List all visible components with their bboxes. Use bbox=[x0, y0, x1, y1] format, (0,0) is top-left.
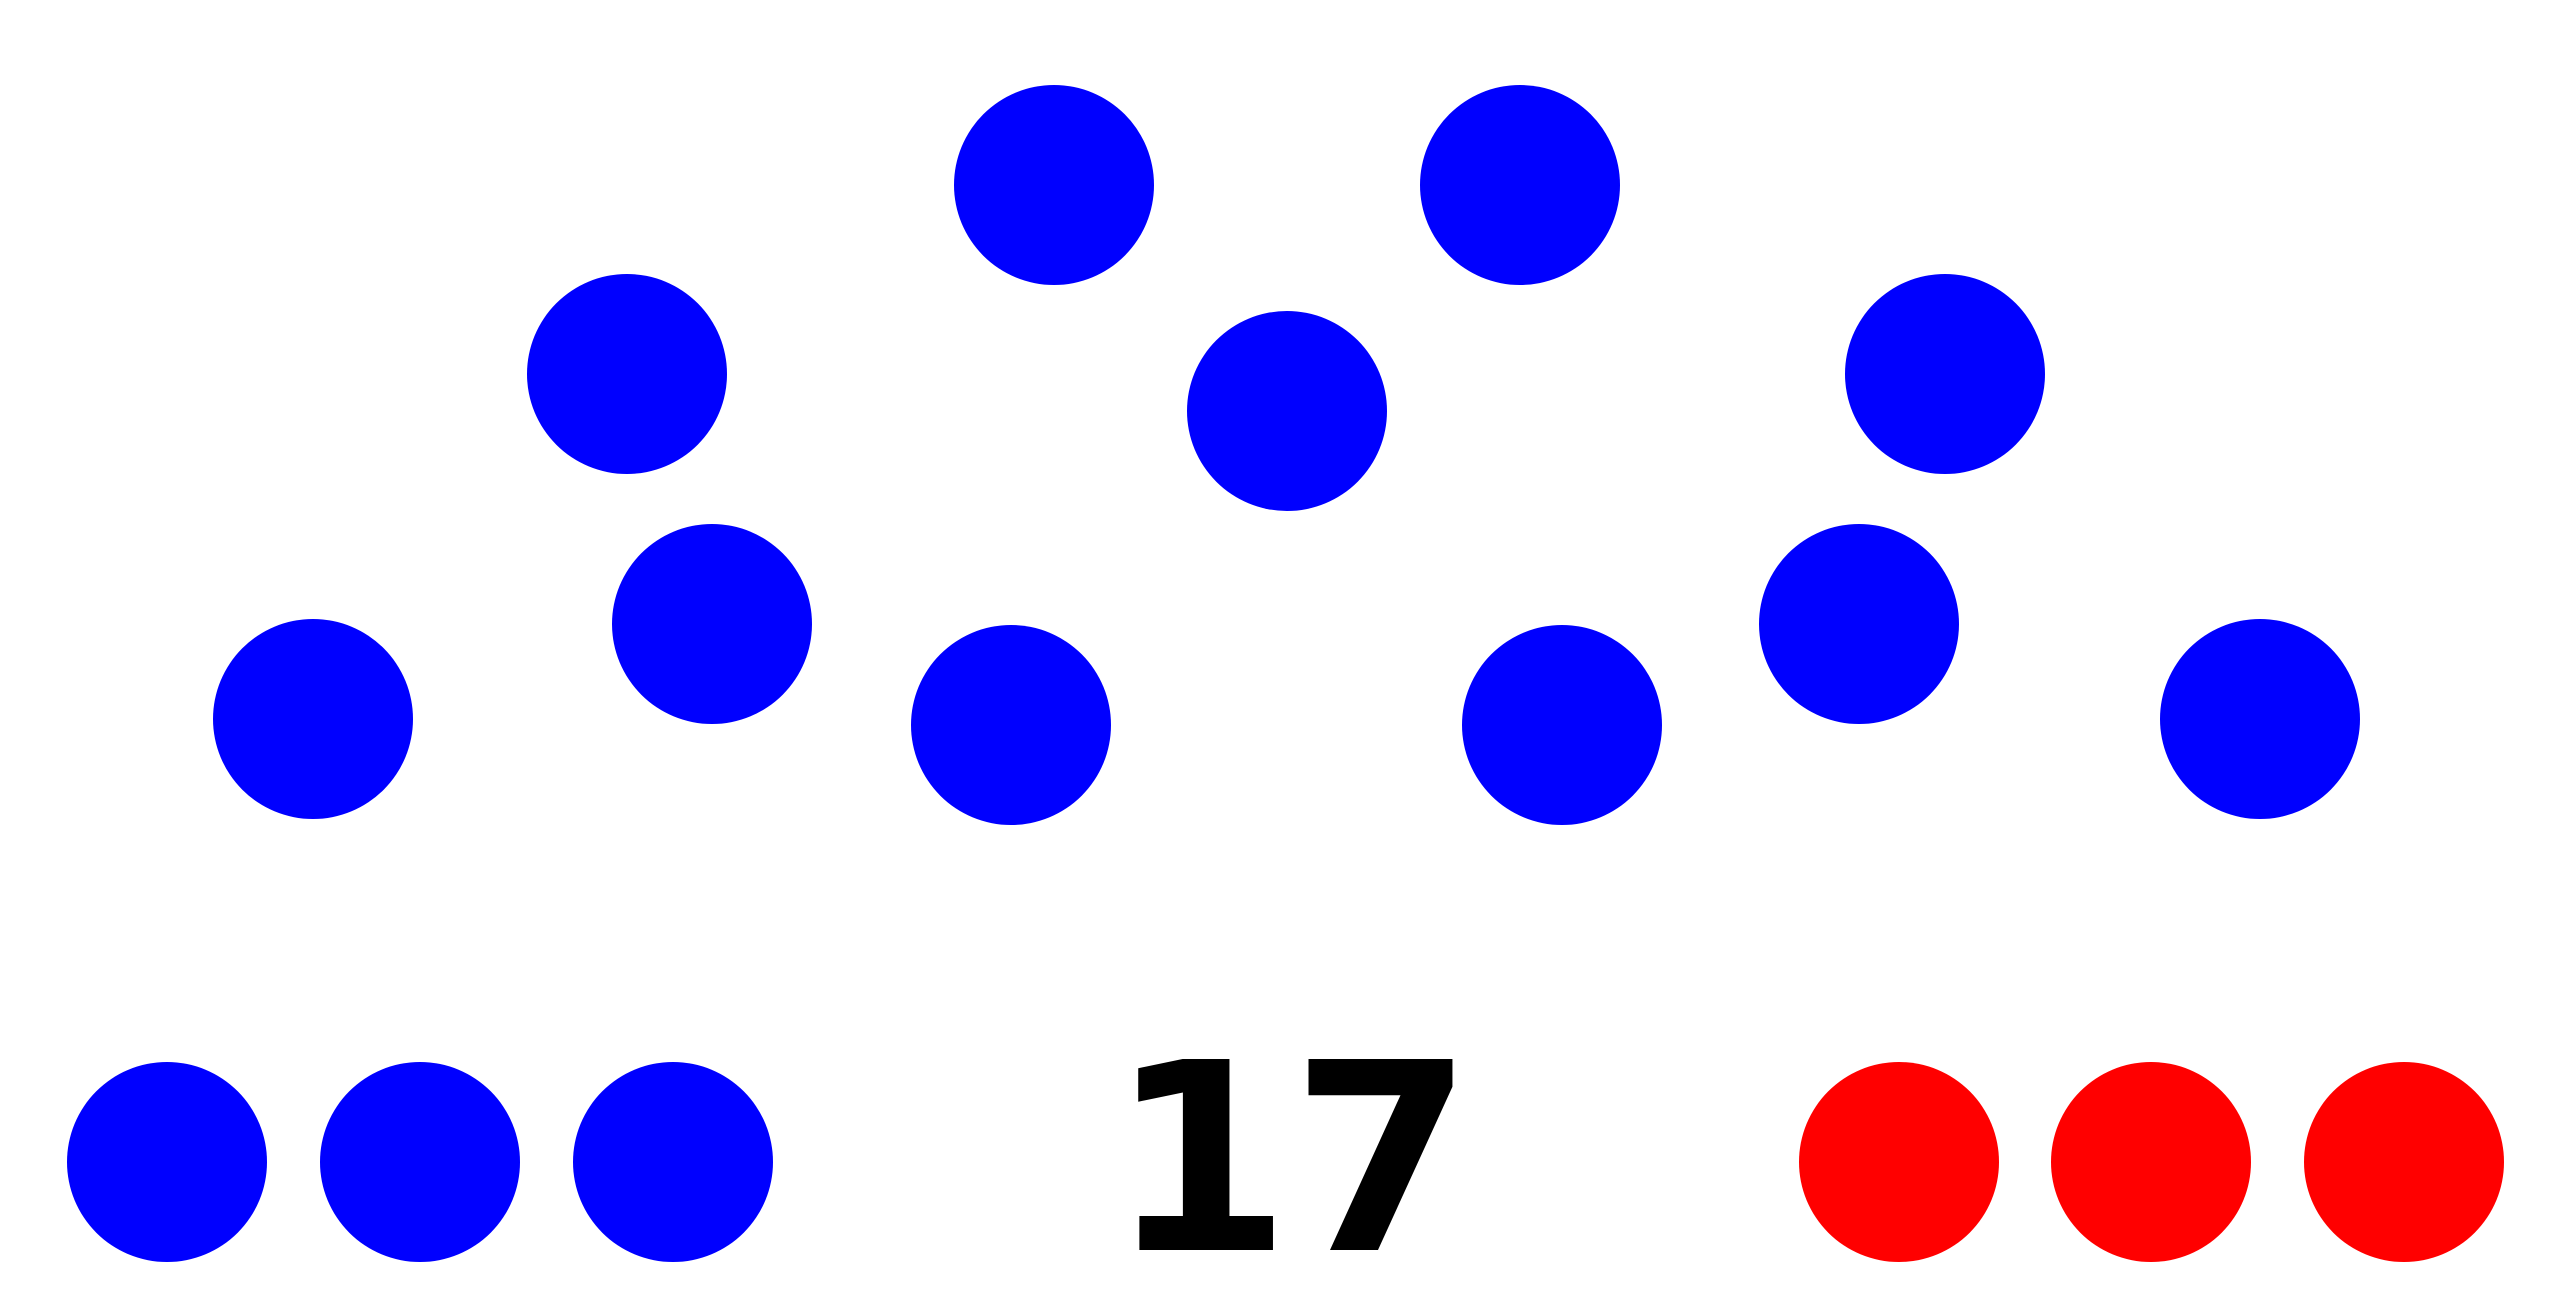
total-seats-label: 17 bbox=[1109, 1007, 1474, 1312]
seat-blue-party bbox=[1462, 625, 1662, 825]
seat-blue-party bbox=[1187, 311, 1387, 511]
seat-red-party bbox=[2051, 1062, 2251, 1262]
seat-blue-party bbox=[67, 1062, 267, 1262]
seats-group bbox=[67, 85, 2504, 1262]
seat-blue-party bbox=[2160, 619, 2360, 819]
seat-blue-party bbox=[911, 625, 1111, 825]
seat-blue-party bbox=[213, 619, 413, 819]
seat-blue-party bbox=[320, 1062, 520, 1262]
seat-blue-party bbox=[527, 274, 727, 474]
seat-blue-party bbox=[1759, 524, 1959, 724]
seat-blue-party bbox=[573, 1062, 773, 1262]
seat-blue-party bbox=[1420, 85, 1620, 285]
seat-blue-party bbox=[954, 85, 1154, 285]
seat-red-party bbox=[2304, 1062, 2504, 1262]
seat-blue-party bbox=[612, 524, 812, 724]
seat-red-party bbox=[1799, 1062, 1999, 1262]
seat-blue-party bbox=[1845, 274, 2045, 474]
